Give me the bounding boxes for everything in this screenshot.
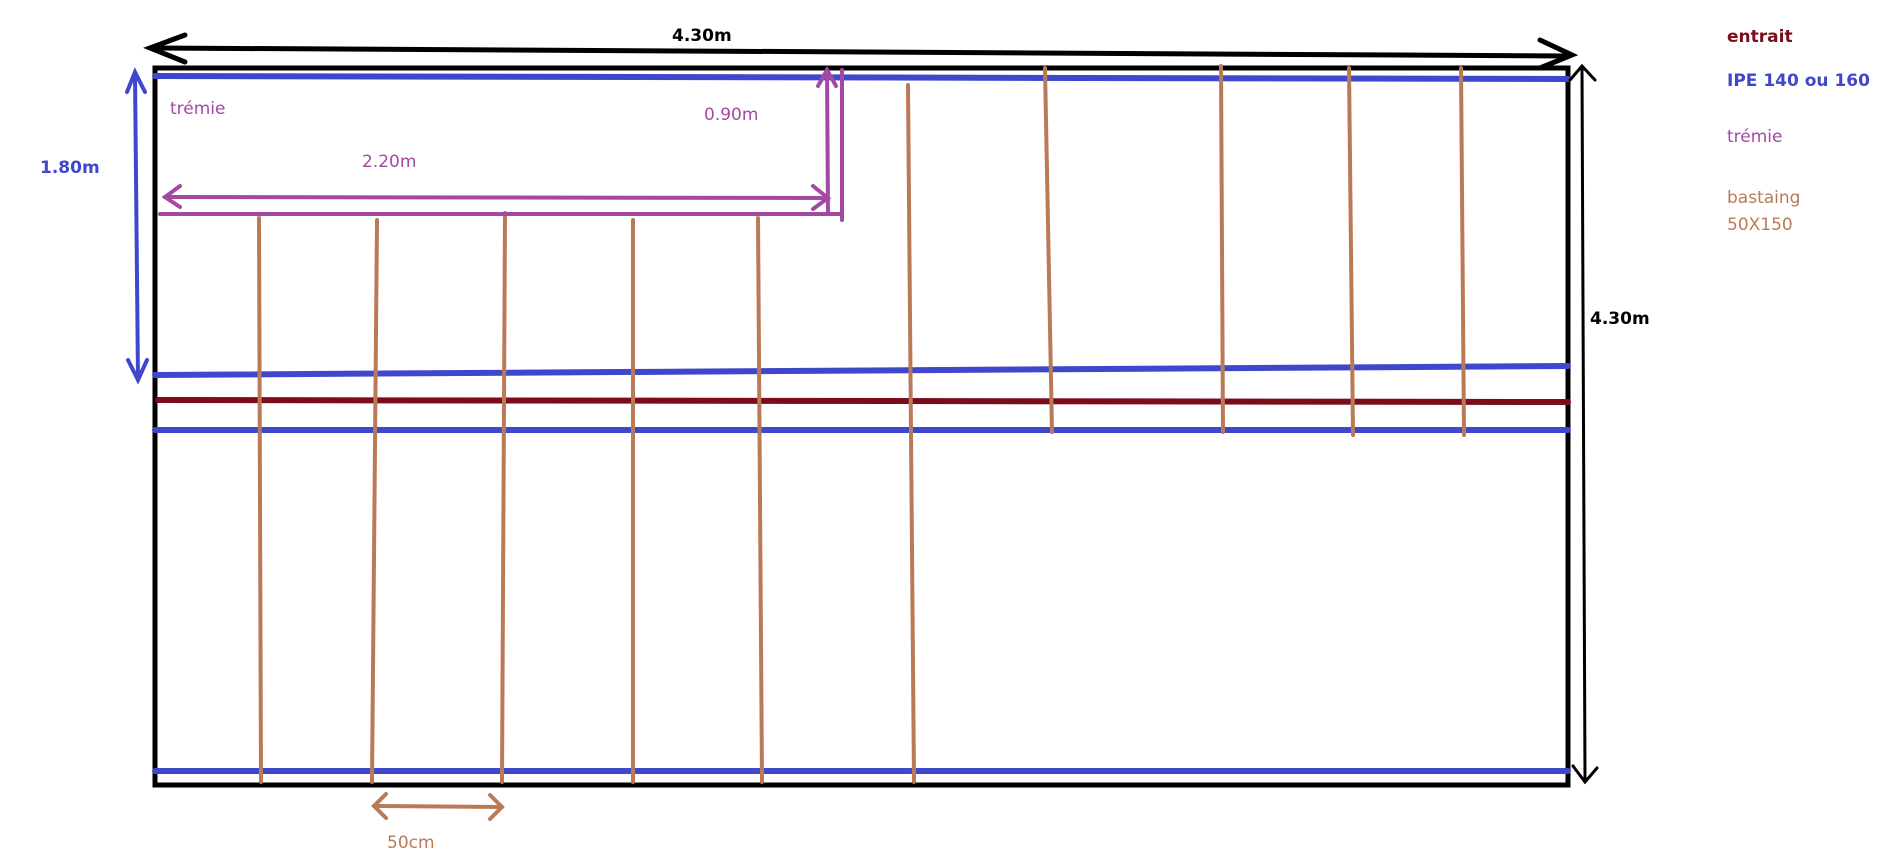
- ipe-beam-top: [152, 73, 1571, 82]
- joist-spacing-arrowhead-left: [371, 792, 388, 820]
- overall-height-label: 4.30m: [1590, 309, 1650, 329]
- overall-height-arrow: [1568, 63, 1599, 785]
- legend-ipe: IPE 140 ou 160: [1727, 71, 1870, 91]
- legend-bastaing: bastaing: [1727, 188, 1801, 208]
- bastaing-joists: [257, 64, 1466, 784]
- tremie-zone-label: trémie: [170, 99, 226, 119]
- joist-spacing-arrow-line: [372, 804, 504, 809]
- overall-height-arrowhead-bottom: [1571, 764, 1599, 785]
- overall-height-arrowhead-top: [1568, 63, 1597, 82]
- overall-width-label: 4.30m: [672, 26, 732, 46]
- tremie-length-label: 2.20m: [362, 152, 417, 172]
- tremie-depth-arrowhead-top: [125, 67, 147, 94]
- bastaing-joist: [1347, 66, 1355, 437]
- legend-entrait: entrait: [1727, 27, 1793, 47]
- ipe-beam-middle-upper: [152, 363, 1571, 378]
- joist-spacing-arrowhead-right: [488, 793, 505, 821]
- bastaing-joist: [257, 216, 263, 784]
- ipe-beams: [152, 73, 1571, 774]
- bastaing-joist: [500, 211, 507, 784]
- tremie-length-arrow: [163, 195, 830, 200]
- tremie-depth-label: 1.80m: [40, 158, 100, 178]
- overall-width-arrowhead-left: [143, 32, 188, 65]
- tremie-depth-arrow-line: [133, 71, 140, 382]
- tremie-width-label: 0.90m: [704, 105, 759, 125]
- overall-width-arrow-line: [152, 45, 1571, 59]
- bastaing-joist: [1219, 64, 1225, 434]
- joist-spacing-label: 50cm: [387, 833, 435, 853]
- tremie-depth-arrowhead-bottom: [126, 358, 149, 385]
- tremie-length-arrowhead-left: [161, 184, 182, 209]
- bastaing-joist: [1459, 66, 1466, 437]
- bastaing-joist: [370, 218, 379, 784]
- bastaing-joist: [1043, 66, 1054, 434]
- legend-tremie: trémie: [1727, 127, 1783, 147]
- tremie-width-arrow: [825, 68, 830, 214]
- overall-width-arrow: [143, 32, 1579, 71]
- overall-width-arrowhead-right: [1537, 37, 1579, 71]
- bastaing-joist: [906, 83, 916, 784]
- legend-bastaing-size: 50X150: [1727, 215, 1793, 235]
- tremie-outline: [158, 65, 844, 222]
- joist-spacing-arrow: [371, 792, 505, 821]
- tremie-depth-arrow: [125, 67, 149, 385]
- entrait-beam: [155, 397, 1571, 405]
- frame-outline: [152, 65, 1571, 788]
- tremie-width-arrowhead-top: [816, 65, 838, 88]
- bastaing-joist: [756, 216, 764, 784]
- overall-height-arrow-line: [1580, 66, 1587, 782]
